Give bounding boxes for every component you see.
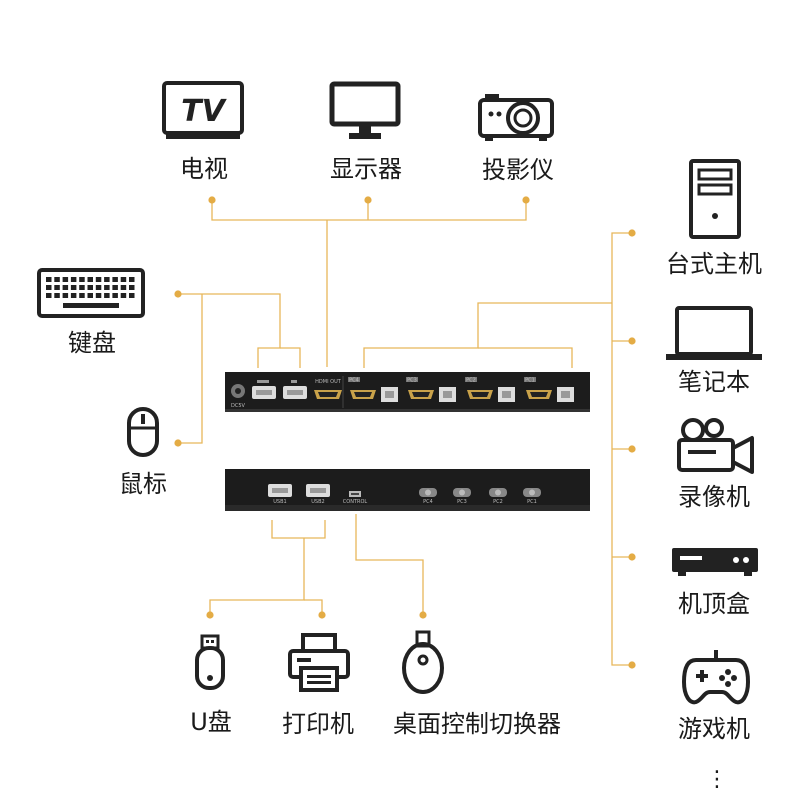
rear-pc3-label: PC3 — [457, 499, 467, 505]
power-port-label: DC5V — [231, 403, 246, 409]
desktop-icon — [689, 159, 741, 239]
keyboard-key — [62, 277, 69, 282]
keyboard-key — [79, 293, 85, 298]
control-port-label: CONTROL — [343, 499, 368, 505]
keyboard-spacebar — [63, 303, 119, 308]
keyboard-key — [62, 293, 69, 298]
keyboard-key — [62, 285, 69, 290]
keyboard-key — [112, 285, 118, 290]
desktop-label: 台式主机 — [666, 250, 762, 278]
game-console-label: 游戏机 — [678, 715, 750, 743]
keyboard-key — [70, 293, 77, 298]
keyboard-key — [95, 293, 102, 298]
desk-switch-icon — [402, 630, 444, 694]
keyboard-key — [112, 293, 118, 298]
keyboard-key — [104, 277, 110, 282]
tv-icon-text: TV — [181, 94, 227, 129]
keyboard-key — [87, 293, 93, 298]
keyboard-key — [95, 277, 102, 282]
usb-drive-label: U盘 — [190, 708, 232, 736]
keyboard-key — [129, 277, 135, 282]
keyboard-key — [46, 277, 52, 282]
usb2-port-label: USB2 — [311, 499, 324, 505]
more-indicator: ⋮ — [706, 767, 728, 792]
rear-pc1-label: PC1 — [527, 499, 537, 505]
keyboard-key — [129, 285, 135, 290]
monitor-icon — [329, 81, 401, 139]
front-pc3-label: PC3 — [407, 378, 417, 384]
front-pc2-label: PC2 — [466, 378, 476, 384]
keyboard-key — [87, 285, 93, 290]
rear-pc2-label: PC2 — [493, 499, 503, 505]
settop-box-icon — [672, 548, 758, 576]
camcorder-label: 录像机 — [678, 483, 750, 511]
keyboard-key — [120, 277, 127, 282]
rear-pc4-label: PC4 — [423, 499, 433, 505]
keyboard-key — [79, 285, 85, 290]
keyboard-key — [120, 293, 127, 298]
keyboard-icon — [37, 268, 145, 318]
gamepad-icon — [682, 650, 750, 705]
keyboard-key — [70, 285, 77, 290]
mouse-label: 鼠标 — [119, 470, 167, 498]
keyboard-key — [129, 293, 135, 298]
keyboard-key — [54, 285, 60, 290]
monitor-label: 显示器 — [330, 155, 402, 183]
laptop-icon — [666, 306, 762, 360]
keyboard-key — [112, 277, 118, 282]
keyboard-label: 键盘 — [68, 329, 116, 357]
front-pc1-label: PC1 — [525, 378, 535, 384]
tv-label: 电视 — [180, 155, 228, 183]
keyboard-key — [104, 293, 110, 298]
keyboard-key — [95, 285, 102, 290]
printer-label: 打印机 — [282, 710, 354, 738]
front-pc4-label: PC4 — [349, 378, 359, 384]
keyboard-key — [87, 277, 93, 282]
hdmi-out-label: HDMI OUT — [315, 379, 342, 385]
tv-icon: TV — [162, 81, 244, 139]
keyboard-key — [70, 277, 77, 282]
usb1-port-label: USB1 — [273, 499, 286, 505]
settop-box-label: 机顶盒 — [678, 590, 750, 618]
keyboard-key — [54, 277, 60, 282]
projector-label: 投影仪 — [482, 156, 554, 184]
kvm-switch-front-panel: DC5V HDMI OUT PC4 PC3 PC2 PC1 — [225, 372, 590, 412]
laptop-label: 笔记本 — [678, 368, 750, 396]
kvm-switch-rear-panel: USB1 USB2 CONTROL PC4 PC3 PC2 PC1 — [225, 469, 590, 511]
desk-switch-label: 桌面控制切换器 — [393, 710, 561, 738]
mouse-icon — [127, 407, 159, 457]
keyboard-key — [104, 285, 110, 290]
projector-icon — [478, 94, 554, 141]
keyboard-key — [46, 293, 52, 298]
keyboard-key — [120, 285, 127, 290]
usb-drive-icon — [195, 634, 225, 690]
keyboard-key — [54, 293, 60, 298]
camcorder-icon — [677, 418, 754, 474]
keyboard-key — [46, 285, 52, 290]
printer-icon — [288, 633, 350, 692]
keyboard-key — [79, 277, 85, 282]
